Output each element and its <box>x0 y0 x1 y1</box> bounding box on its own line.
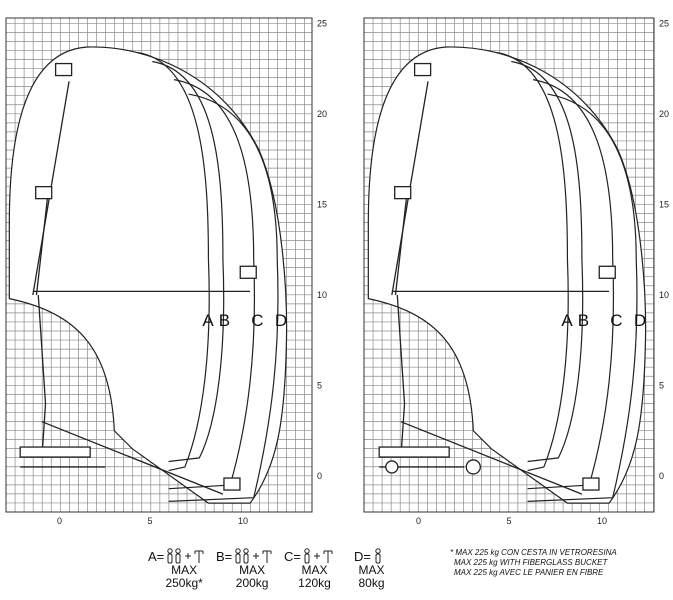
y-tick-label: 10 <box>659 290 669 300</box>
legend-b-letter: B= <box>216 548 233 564</box>
machine-sketch <box>378 62 616 495</box>
fiberglass-bucket-note: * MAX 225 kg CON CESTA IN VETRORESINA MA… <box>450 548 617 578</box>
legend-a-letter: A= <box>148 548 165 564</box>
person-icon <box>167 548 204 564</box>
legend-b-icons <box>234 548 274 564</box>
legend-a: A= MAX 250kg* <box>148 548 206 590</box>
zone-label-a: A <box>561 311 573 330</box>
legend-a-max: MAX <box>171 563 198 577</box>
zone-label-a: A <box>202 311 214 330</box>
y-tick-label: 5 <box>659 381 664 391</box>
x-tick-label: 0 <box>57 516 62 526</box>
envelope-arc <box>496 51 569 472</box>
zone-label-b: B <box>219 311 230 330</box>
legend-c-letter: C= <box>284 548 301 564</box>
y-tick-label: 20 <box>659 109 669 119</box>
legend-d: D= MAX 80kg <box>354 548 385 590</box>
y-tick-label: 0 <box>317 471 322 481</box>
y-tick-label: 20 <box>317 109 327 119</box>
zone-label-b: B <box>578 311 589 330</box>
envelope-arc <box>168 93 279 502</box>
zone-label-d: D <box>275 311 287 330</box>
legend-b-kg: 200kg <box>235 576 269 590</box>
basket <box>35 185 53 200</box>
y-tick-label: 0 <box>659 471 664 481</box>
basket <box>239 265 257 279</box>
y-tick-label: 15 <box>317 200 327 210</box>
wheel <box>385 460 399 474</box>
frame <box>5 17 313 513</box>
x-tick-label: 0 <box>416 516 421 526</box>
envelope-arc <box>137 51 210 472</box>
chassis <box>19 446 91 458</box>
x-tick-label: 5 <box>148 516 153 526</box>
envelope-arc <box>152 60 225 463</box>
lower-boom <box>37 294 47 458</box>
mid-boom <box>394 198 407 296</box>
zone-label-c: C <box>610 311 622 330</box>
legend-d-max: MAX <box>358 563 385 577</box>
x-tick-label: 10 <box>238 516 248 526</box>
envelope-arc <box>168 79 256 490</box>
basket <box>582 477 600 491</box>
person-icon <box>375 548 381 564</box>
person-icon <box>304 548 333 564</box>
diagonal-boom <box>400 421 583 495</box>
basket <box>598 265 616 279</box>
legend-a-kg: 250kg* <box>165 576 203 590</box>
zone-label-d: D <box>634 311 646 330</box>
y-tick-label: 15 <box>659 200 669 210</box>
wheel <box>465 459 481 475</box>
envelope-arc <box>527 93 638 502</box>
diagonal-boom <box>41 421 224 495</box>
x-tick-label: 5 <box>507 516 512 526</box>
y-tick-label: 25 <box>317 19 327 29</box>
person-icon <box>235 548 272 564</box>
legend-c-icons <box>303 548 335 564</box>
basket <box>223 477 241 491</box>
envelope-arc <box>511 60 584 463</box>
legend-d-letter: D= <box>354 548 371 564</box>
y-tick-label: 25 <box>659 19 669 29</box>
note-line-1: * MAX 225 kg CON CESTA IN VETRORESINA <box>450 548 617 557</box>
legend-d-kg: 80kg <box>358 576 385 590</box>
lower-boom <box>396 294 406 458</box>
basket <box>54 62 73 77</box>
basket <box>394 185 412 200</box>
frame <box>363 17 655 513</box>
basket <box>413 62 432 77</box>
x-tick-label: 10 <box>597 516 607 526</box>
legend-c: C= MAX 120kg <box>284 548 335 590</box>
note-line-3: MAX 225 kg AVEC LE PANIER EN FIBRE <box>454 568 604 577</box>
working-envelope <box>367 46 647 504</box>
legend-b-max: MAX <box>239 563 266 577</box>
working-envelope <box>8 46 288 504</box>
legend-c-max: MAX <box>301 563 328 577</box>
y-tick-label: 5 <box>317 381 322 391</box>
machine-sketch <box>19 62 257 495</box>
envelope-arc <box>527 79 615 490</box>
legend-c-kg: 120kg <box>298 576 331 590</box>
legend-a-icons <box>166 548 206 564</box>
mid-boom <box>35 198 48 296</box>
note-line-2: MAX 225 kg WITH FIBERGLASS BUCKET <box>454 558 608 567</box>
chassis <box>378 446 450 458</box>
y-tick-label: 10 <box>317 290 327 300</box>
zone-label-c: C <box>251 311 263 330</box>
legend-d-icons <box>373 548 385 564</box>
legend-b: B= MAX 200kg <box>216 548 274 590</box>
